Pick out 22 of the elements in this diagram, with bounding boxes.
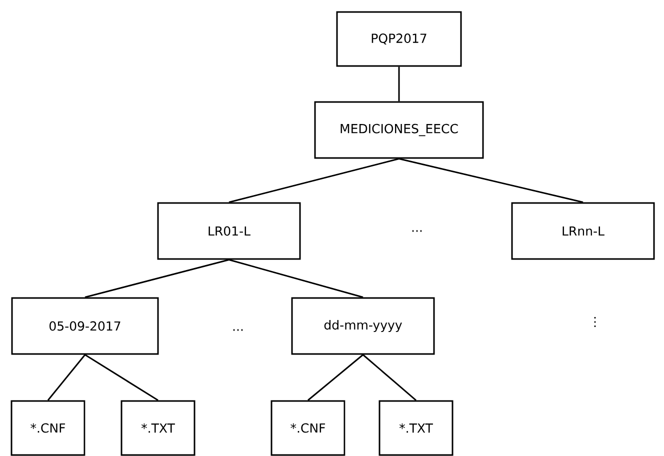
folder-box: LR01-L	[157, 202, 301, 260]
connector-line	[228, 259, 364, 298]
ellipsis-mark: ⋮	[594, 316, 596, 328]
folder-box: *.CNF	[270, 400, 346, 456]
folder-box: *.CNF	[10, 400, 86, 456]
folder-box: MEDICIONES_EECC	[314, 101, 484, 159]
ellipsis-mark: ...	[233, 329, 243, 331]
folder-box: dd-mm-yyyy	[291, 297, 435, 355]
folder-box: PQP2017	[336, 11, 462, 67]
connector-line	[84, 354, 158, 401]
connector-line	[84, 259, 230, 298]
folder-box: *.TXT	[120, 400, 196, 456]
connector-line	[362, 354, 416, 401]
folder-box: LRnn-L	[511, 202, 655, 260]
connector-line	[398, 158, 584, 203]
folder-box: *.TXT	[378, 400, 454, 456]
connector-line	[308, 354, 364, 401]
ellipsis-mark: ...	[412, 230, 422, 232]
connector-line	[228, 158, 400, 203]
folder-box: 05-09-2017	[11, 297, 159, 355]
connector-line	[47, 354, 86, 401]
connector-line	[398, 66, 400, 102]
